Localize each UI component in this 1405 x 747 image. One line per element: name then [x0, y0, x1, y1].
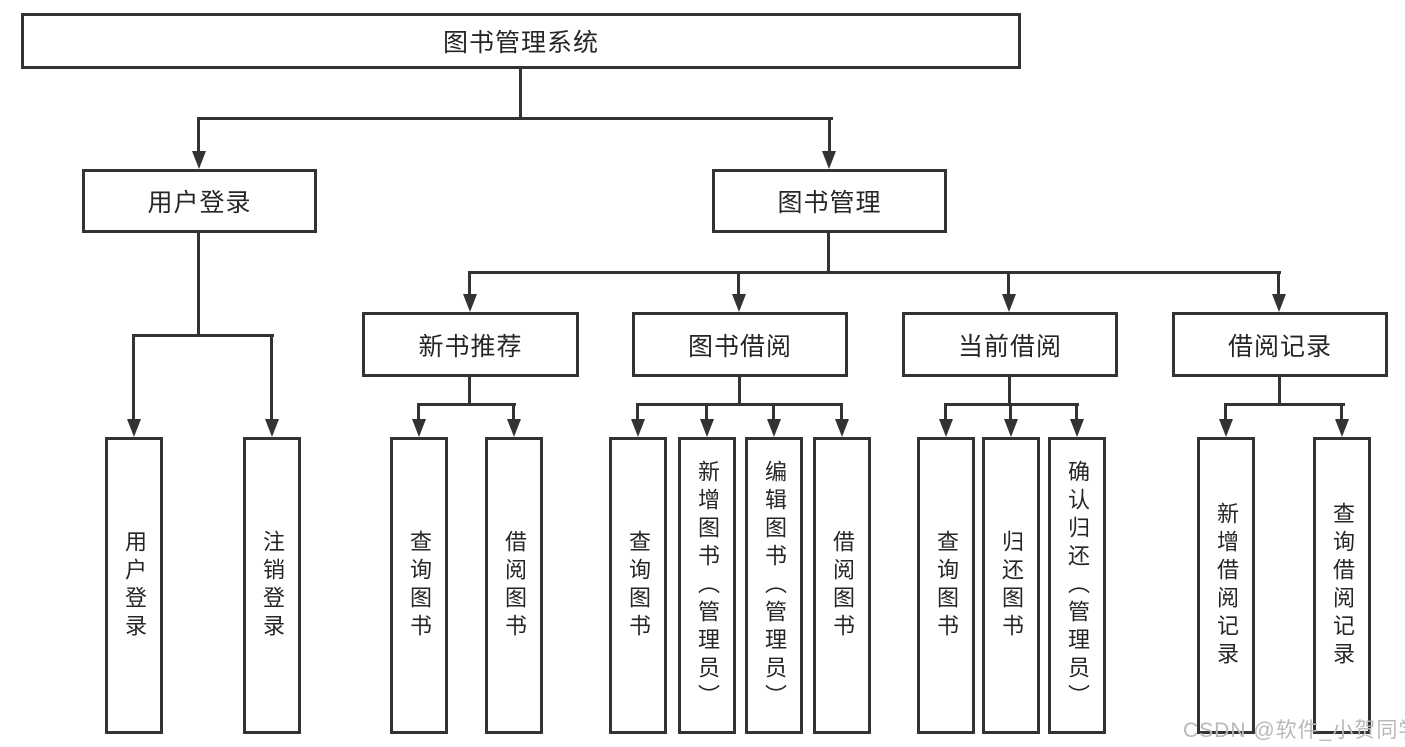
leaf-query-book-recommend-label: 查询图书: [407, 529, 432, 642]
leaf-return-book: 归还图书: [982, 437, 1040, 734]
leaf-borrow-book-label: 借阅图书: [830, 529, 855, 642]
arrowhead-down-icon: [1004, 419, 1018, 437]
node-user-login: 用户登录: [82, 169, 317, 233]
node-current-borrowing: 当前借阅: [902, 312, 1118, 377]
connector-line: [1007, 271, 1010, 296]
node-book-borrowing-label: 图书借阅: [687, 332, 792, 361]
arrowhead-down-icon: [835, 419, 849, 437]
connector-line: [270, 334, 273, 420]
leaf-user-login-label: 用户登录: [122, 529, 147, 642]
connector-line: [772, 403, 775, 421]
connector-line: [519, 69, 522, 119]
leaf-query-book-recommend: 查询图书: [390, 437, 448, 734]
connector-line: [1075, 403, 1078, 421]
arrowhead-down-icon: [463, 294, 477, 312]
arrowhead-down-icon: [732, 294, 746, 312]
connector-line: [468, 271, 1281, 274]
connector-line: [132, 334, 135, 420]
leaf-logout-label: 注销登录: [260, 529, 285, 642]
connector-line: [197, 117, 833, 120]
connector-line: [636, 403, 843, 406]
connector-line: [827, 233, 830, 274]
connector-line: [738, 377, 741, 406]
connector-line: [1009, 403, 1012, 421]
arrowhead-down-icon: [767, 419, 781, 437]
node-book-borrowing: 图书借阅: [632, 312, 848, 377]
connector-line: [1224, 403, 1345, 406]
connector-line: [1277, 271, 1280, 296]
arrowhead-down-icon: [412, 419, 426, 437]
arrowhead-down-icon: [192, 151, 206, 169]
leaf-query-borrow-record: 查询借阅记录: [1313, 437, 1371, 734]
connector-line: [197, 117, 200, 153]
leaf-confirm-return-admin-label: 确认归还（管理员）: [1065, 459, 1090, 712]
leaf-borrow-book-recommend-label: 借阅图书: [502, 529, 527, 642]
leaf-edit-book-admin: 编辑图书（管理员）: [745, 437, 803, 734]
connector-line: [636, 403, 639, 421]
arrowhead-down-icon: [265, 419, 279, 437]
connector-line: [512, 403, 515, 421]
watermark: CSDN @软件_小贺同学: [1183, 719, 1405, 742]
node-new-book-recommend-label: 新书推荐: [418, 332, 523, 361]
node-user-login-label: 用户登录: [147, 189, 252, 217]
connector-line: [132, 334, 274, 337]
leaf-confirm-return-admin: 确认归还（管理员）: [1048, 437, 1106, 734]
connector-line: [840, 403, 843, 421]
leaf-return-book-label: 归还图书: [999, 529, 1024, 642]
connector-line: [417, 403, 516, 406]
node-borrowing-records: 借阅记录: [1172, 312, 1388, 377]
leaf-query-book-current: 查询图书: [917, 437, 975, 734]
connector-line: [705, 403, 708, 421]
leaf-query-book-borrowing-label: 查询图书: [626, 529, 651, 642]
node-root-label: 图书管理系统: [442, 29, 599, 57]
leaf-add-book-admin: 新增图书（管理员）: [678, 437, 736, 734]
connector-line: [737, 271, 740, 296]
connector-line: [417, 403, 420, 421]
arrowhead-down-icon: [939, 419, 953, 437]
connector-line: [1008, 377, 1011, 406]
node-new-book-recommend: 新书推荐: [362, 312, 579, 377]
leaf-query-book-borrowing: 查询图书: [609, 437, 667, 734]
arrowhead-down-icon: [127, 419, 141, 437]
leaf-logout: 注销登录: [243, 437, 301, 734]
leaf-user-login: 用户登录: [105, 437, 163, 734]
connector-line: [1224, 403, 1227, 421]
leaf-borrow-book-recommend: 借阅图书: [485, 437, 543, 734]
arrowhead-down-icon: [822, 151, 836, 169]
connector-line: [1278, 377, 1281, 406]
arrowhead-down-icon: [1335, 419, 1349, 437]
connector-line: [828, 117, 831, 153]
node-root: 图书管理系统: [21, 13, 1021, 69]
leaf-add-book-admin-label: 新增图书（管理员）: [695, 459, 720, 712]
arrowhead-down-icon: [1002, 294, 1016, 312]
node-book-management: 图书管理: [712, 169, 947, 233]
arrowhead-down-icon: [631, 419, 645, 437]
connector-line: [944, 403, 947, 421]
node-borrowing-records-label: 借阅记录: [1227, 332, 1332, 361]
node-current-borrowing-label: 当前借阅: [957, 332, 1062, 361]
leaf-edit-book-admin-label: 编辑图书（管理员）: [762, 459, 787, 712]
leaf-add-borrow-record: 新增借阅记录: [1197, 437, 1255, 734]
connector-line: [468, 271, 471, 296]
leaf-borrow-book: 借阅图书: [813, 437, 871, 734]
node-book-management-label: 图书管理: [777, 189, 882, 217]
arrowhead-down-icon: [1219, 419, 1233, 437]
leaf-query-book-current-label: 查询图书: [934, 529, 959, 642]
arrowhead-down-icon: [1070, 419, 1084, 437]
connector-line: [197, 233, 200, 337]
leaf-add-borrow-record-label: 新增借阅记录: [1214, 501, 1239, 670]
arrowhead-down-icon: [700, 419, 714, 437]
arrowhead-down-icon: [507, 419, 521, 437]
connector-line: [468, 377, 471, 406]
connector-line: [1340, 403, 1343, 421]
leaf-query-borrow-record-label: 查询借阅记录: [1330, 501, 1355, 670]
arrowhead-down-icon: [1272, 294, 1286, 312]
